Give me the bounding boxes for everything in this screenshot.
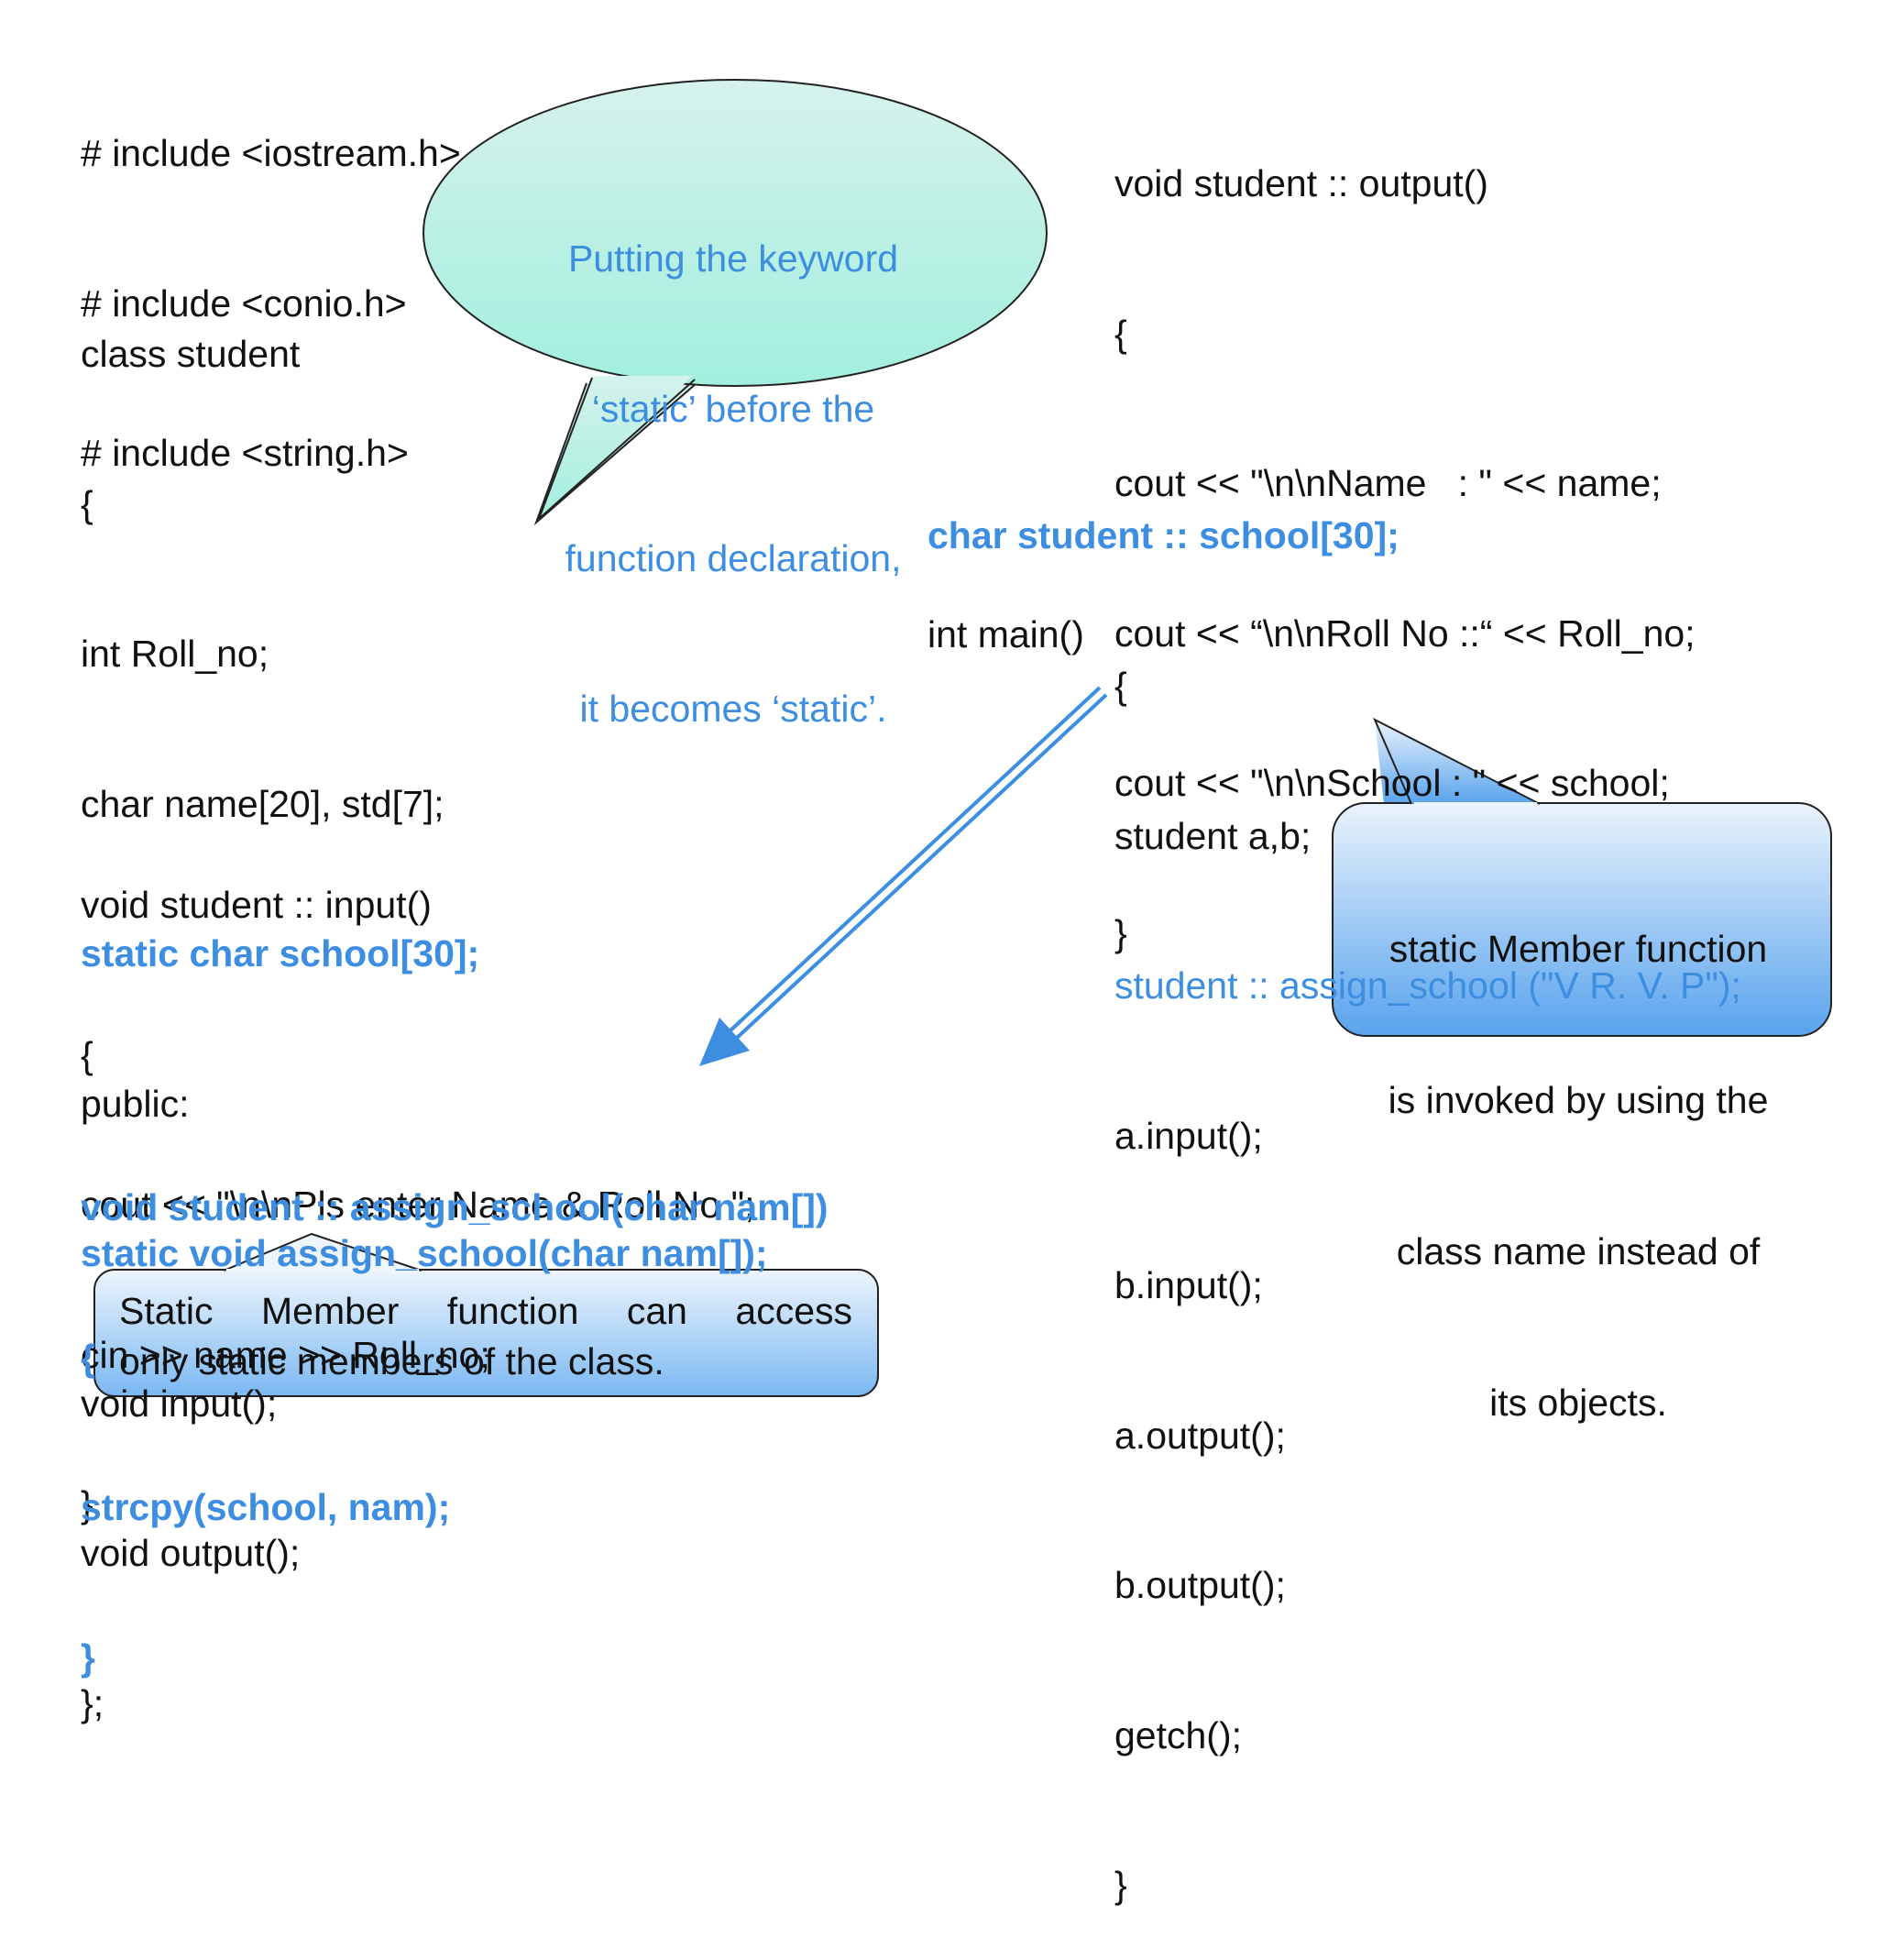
- code-line: getch();: [1114, 1713, 1242, 1756]
- input-function: void student :: input() { cout << "\n\nP…: [81, 780, 755, 1580]
- callout-line: it becomes ‘static’.: [579, 687, 887, 730]
- include-lines: # include <iostream.h> # include <conio.…: [81, 28, 461, 528]
- code-line: cout << “\n\nRoll No ::“ << Roll_no;: [1114, 611, 1696, 655]
- code-line: }: [81, 1635, 95, 1679]
- code-line: class student: [81, 333, 301, 375]
- code-line: cin >> name >> Roll_no;: [81, 1333, 490, 1376]
- callout-line: function declaration,: [565, 537, 902, 579]
- code-line: student a,b;: [1114, 814, 1312, 857]
- code-line: void student :: assign_school(char nam[]…: [81, 1186, 829, 1228]
- code-line: {: [81, 1033, 93, 1076]
- assign-school-function: void student :: assign_school(char nam[]…: [81, 1083, 829, 1733]
- double-arrow-icon: [699, 686, 1108, 1066]
- callout-line: only static members of the class.: [119, 1340, 664, 1382]
- callout-line: Static Member function can access: [119, 1290, 852, 1332]
- code-line: strcpy(school, nam);: [81, 1486, 451, 1528]
- access-callout-text: Static Member function can access only s…: [119, 1286, 852, 1387]
- callout-line: is invoked by using the: [1388, 1079, 1769, 1121]
- static-member-definition: char student :: school[30];: [928, 411, 1400, 611]
- output-function: void student :: output() { cout << "\n\n…: [1114, 59, 1696, 1008]
- code-line: }: [1114, 1864, 1127, 1906]
- code-line: void student :: input(): [81, 884, 432, 926]
- keyword-callout-ellipse: [423, 79, 1048, 387]
- code-line: char name[20], std[7];: [81, 782, 445, 825]
- code-line: b.input();: [1114, 1264, 1263, 1306]
- keyword-callout-text: Putting the keyword ‘static’ before the …: [513, 134, 953, 784]
- code-line: int main(): [928, 613, 1084, 655]
- code-line: void student :: output(): [1114, 162, 1488, 204]
- static-function-declaration: static void assign_school(char nam[]);: [81, 1232, 768, 1274]
- code-line: {: [1114, 312, 1127, 355]
- callout-line: ‘static’ before the: [591, 387, 875, 430]
- static-member-declaration: static char school[30];: [81, 932, 480, 974]
- code-line: {: [1114, 665, 1127, 707]
- include-line: # include <conio.h>: [81, 281, 407, 325]
- access-callout-box: [93, 1232, 879, 1397]
- code-line: char student :: school[30];: [928, 514, 1400, 556]
- invoke-callout-text: static Member function is invoked by usi…: [1340, 823, 1817, 1479]
- code-line: cout << "\n\nSchool : " << school;: [1114, 762, 1670, 804]
- code-line: b.output();: [1114, 1564, 1286, 1606]
- include-line: # include <iostream.h>: [81, 132, 461, 174]
- static-function-call: student :: assign_school ("V R. V. P");: [1114, 964, 1741, 1007]
- invoke-callout-box: [1332, 717, 1832, 1037]
- code-line: int Roll_no;: [81, 633, 269, 675]
- callout-line: class name instead of: [1396, 1230, 1761, 1272]
- code-line: a.input();: [1114, 1114, 1263, 1157]
- code-line: {: [81, 482, 93, 525]
- diagram-shapes: [93, 79, 1832, 1397]
- code-line: public:: [81, 1082, 190, 1125]
- code-line: cout << "\n\nName : " << name;: [1114, 462, 1662, 504]
- code-line: }: [1114, 911, 1127, 954]
- include-line: # include <string.h>: [81, 432, 409, 474]
- callout-line: static Member function: [1389, 928, 1768, 970]
- code-line: {: [81, 1336, 95, 1379]
- code-line: cout << "\n\nPls enter Name & Roll No ";: [81, 1184, 755, 1226]
- main-signature: int main(): [928, 510, 1084, 710]
- callout-line: Putting the keyword: [567, 237, 899, 280]
- callout-line: its objects.: [1489, 1382, 1667, 1424]
